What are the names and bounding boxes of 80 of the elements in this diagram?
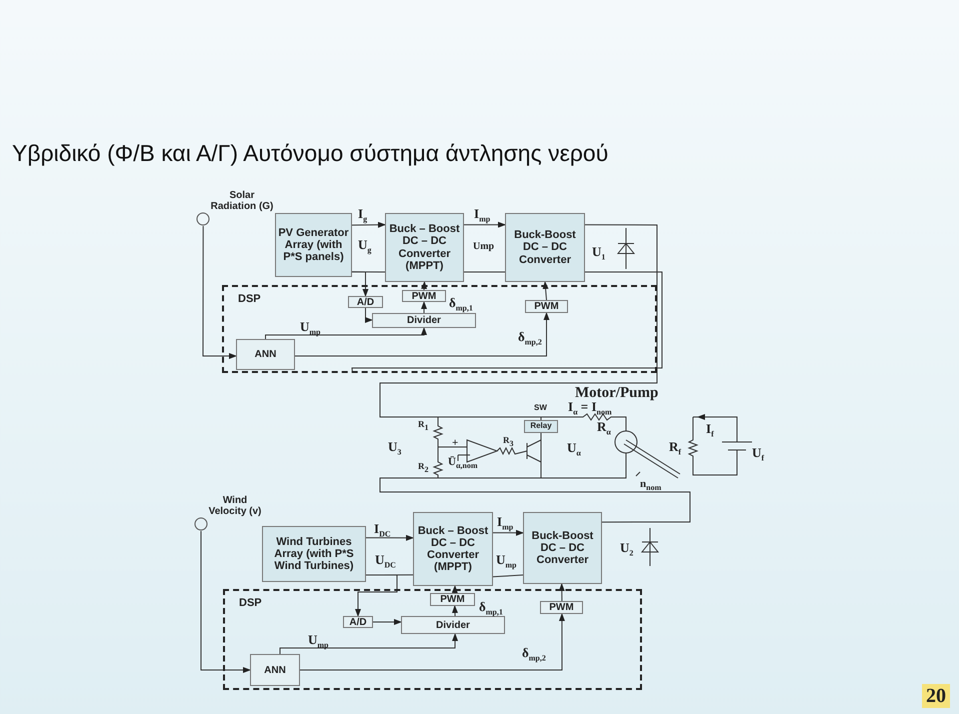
arrow [452, 605, 458, 616]
symbol-label: U$_{mp}$ [496, 553, 517, 570]
block-box: Buck – Boost DC – DC Converter (MPPT) [385, 213, 464, 282]
block-box: Divider [372, 313, 476, 328]
edge-label: I$_{mp}$ [497, 515, 514, 532]
frame-title: DSP [239, 597, 262, 610]
wire [351, 272, 662, 374]
edge-label: δ$_{mp,2}$ [518, 330, 542, 347]
block-box: Divider [401, 616, 505, 634]
arrow [421, 301, 427, 314]
symbol-label: U$_{3}$ [388, 440, 402, 457]
symbol-label: + [452, 438, 458, 449]
symbol-label: I$_{α}$ = I$_{nom}$ [568, 400, 612, 417]
page-number: 20 [922, 684, 950, 708]
wire [380, 432, 690, 523]
block-box: ANN [250, 654, 300, 686]
arrow [300, 613, 565, 670]
arrow [542, 281, 549, 300]
arrow [452, 585, 458, 594]
symbol-label: n$_{nom}$ [640, 479, 662, 492]
edge-label: I$_{g}$ [358, 207, 368, 224]
arrow [265, 327, 427, 340]
arrow [352, 271, 368, 297]
switch-label: SW [534, 404, 547, 412]
slide-title: Υβριδικό (Φ/Β και Α/Γ) Αυτόνομο σύστημα άντλησης νερού [12, 140, 608, 167]
symbol-label: U$_{2}$ [620, 541, 634, 558]
arrow [421, 281, 428, 290]
edge-label: δ$_{mp,1}$ [449, 296, 473, 313]
relay-box: Relay [524, 420, 558, 433]
arrow [294, 312, 550, 357]
block-box: Buck-Boost DC – DC Converter [523, 512, 602, 584]
symbol-label: R$_{2}$ [418, 462, 428, 474]
edge-label: I$_{mp}$ [474, 207, 490, 224]
edge-label: U$_{mp}$ [300, 320, 321, 337]
symbol-label: Ū$_{α,nom}$ [448, 457, 478, 470]
arrow [200, 530, 251, 673]
symbol-label: Ump [473, 242, 494, 252]
arrow [355, 574, 398, 617]
block-box: PWM [540, 601, 583, 614]
symbol-label: R$_{f}$ [669, 440, 682, 457]
block-box: A/D [348, 296, 383, 308]
block-box: Buck – Boost DC – DC Converter (MPPT) [413, 512, 493, 586]
arrow [364, 308, 373, 323]
arrow [366, 534, 414, 541]
input-label: Solar Radiation (G) [195, 190, 277, 226]
input-label: Wind Velocity (v) [194, 495, 264, 531]
block-box: Buck-Boost DC – DC Converter [505, 213, 585, 282]
symbol-label: U$_{f}$ [752, 446, 764, 463]
arrow [372, 618, 402, 625]
symbol-label: R$_{3}$ [503, 436, 514, 448]
arrow [352, 222, 386, 228]
symbol-label: U$_{α}$ [567, 441, 581, 458]
edge-label: U$_{mp}$ [308, 633, 329, 650]
dsp-dashed-frame [223, 589, 642, 690]
arrow [464, 222, 506, 228]
symbol-label: R$_{α}$ [597, 420, 611, 437]
block-box: ANN [236, 339, 295, 370]
block-box: PWM [430, 593, 475, 606]
symbol-label: U$_{DC}$ [375, 553, 396, 570]
block-box: Wind Turbines Array (with P*S Wind Turbines) [262, 526, 366, 582]
wire [492, 574, 524, 578]
symbol-label: I$_{f}$ [706, 422, 714, 439]
symbol-label: U$_{1}$ [592, 245, 606, 262]
symbol-label: R$_{1}$ [418, 420, 428, 432]
frame-title: DSP [238, 293, 261, 306]
circuit-title: Motor/Pump [575, 386, 658, 401]
symbol-label: U$_{g}$ [358, 238, 372, 255]
arrow [202, 226, 237, 360]
dsp-dashed-frame [222, 285, 657, 373]
block-box: A/D [343, 616, 373, 628]
arrow [558, 583, 565, 602]
arrow [280, 633, 458, 654]
edge-label: δ$_{mp,1}$ [479, 600, 503, 617]
wire [380, 224, 658, 420]
arrow [492, 530, 524, 536]
edge-label: I$_{DC}$ [374, 522, 391, 539]
block-box: PWM [402, 290, 446, 302]
block-box: PV Generator Array (with P*S panels) [275, 213, 352, 277]
block-box: PWM [525, 300, 568, 313]
edge-label: δ$_{mp,2}$ [522, 646, 546, 663]
